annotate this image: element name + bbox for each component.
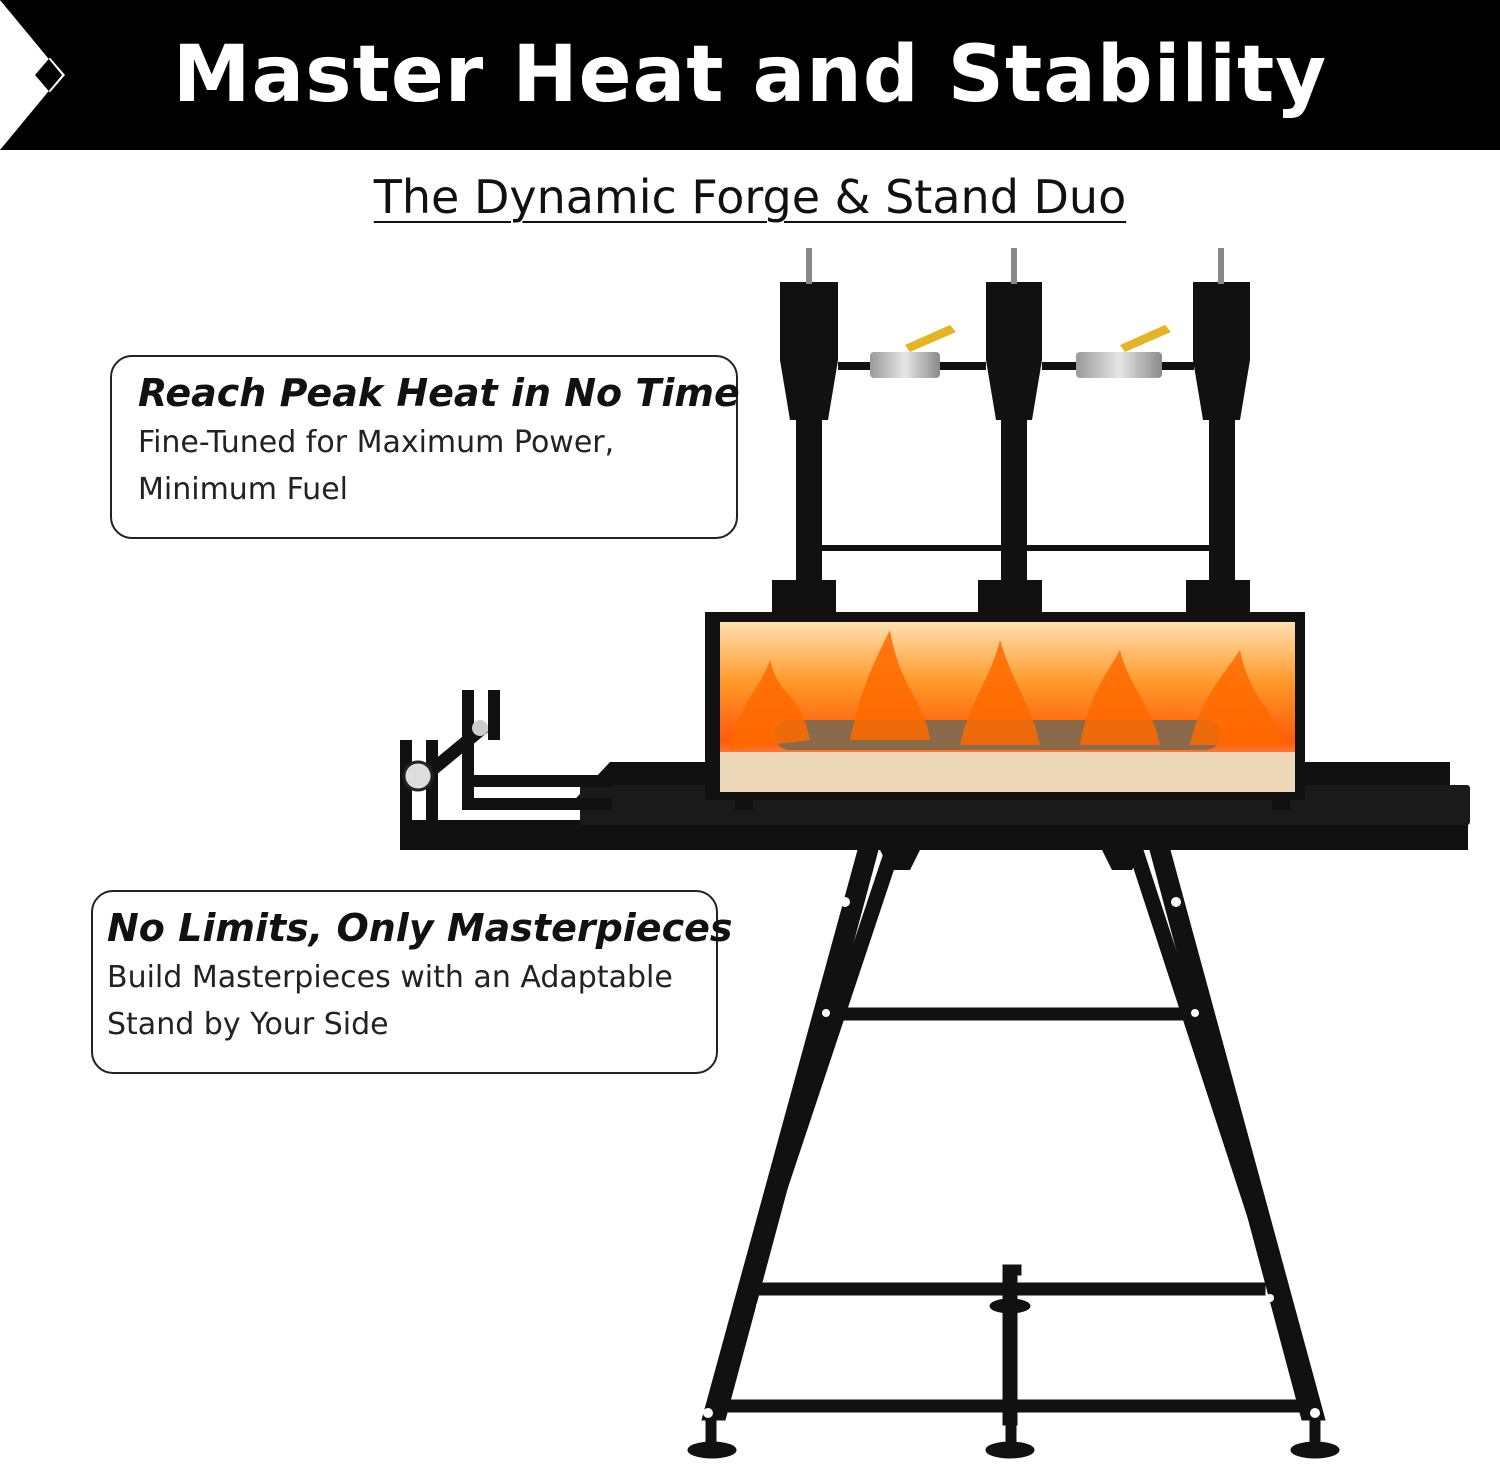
- stand-bolts: [703, 897, 1320, 1418]
- subtitle-text: The Dynamic Forge & Stand Duo: [373, 170, 1127, 224]
- gas-valves: [870, 325, 1171, 378]
- banner-ribbon-shape: [0, 0, 1500, 150]
- burners: [772, 248, 1250, 616]
- callout-peak-heat-line-1: Fine-Tuned for Maximum Power,: [138, 425, 615, 460]
- callout-peak-heat: Reach Peak Heat in No Time Fine-Tuned fo…: [110, 355, 740, 539]
- callout-no-limits-line-2: Stand by Your Side: [107, 1007, 389, 1042]
- callout-no-limits: No Limits, Only Masterpieces Build Maste…: [91, 890, 733, 1074]
- callout-no-limits-heading: No Limits, Only Masterpieces: [107, 906, 733, 950]
- tool-holder: [400, 690, 612, 830]
- stand-legs: [687, 849, 1340, 1459]
- flames: [730, 630, 1285, 750]
- subtitle: The Dynamic Forge & Stand Duo: [0, 170, 1500, 224]
- callout-peak-heat-body: Fine-Tuned for Maximum Power, Minimum Fu…: [138, 419, 710, 513]
- title-banner: Master Heat and Stability: [0, 0, 1500, 150]
- banner-title: Master Heat and Stability: [172, 30, 1328, 120]
- callout-no-limits-body: Build Masterpieces with an Adaptable Sta…: [107, 954, 690, 1048]
- callout-no-limits-line-1: Build Masterpieces with an Adaptable: [107, 960, 673, 995]
- callout-peak-heat-line-2: Minimum Fuel: [138, 472, 348, 507]
- callout-peak-heat-heading: Reach Peak Heat in No Time: [138, 371, 740, 415]
